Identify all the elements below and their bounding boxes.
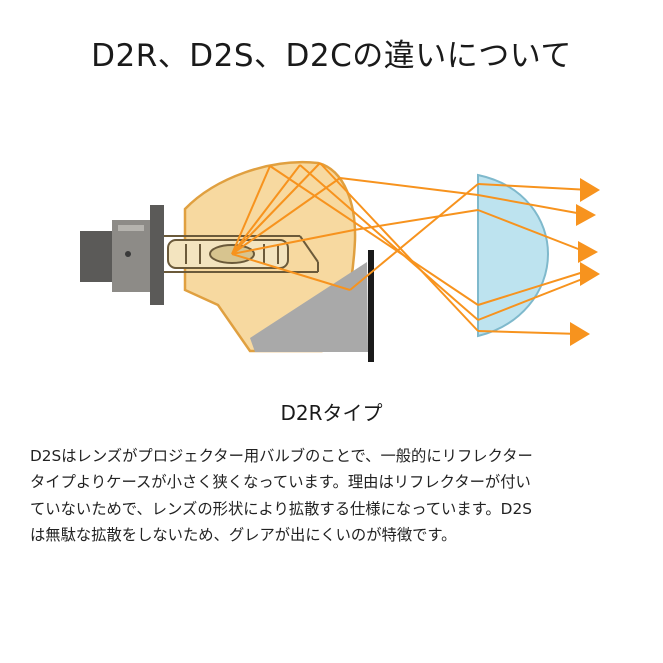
headlight-diagram [0,150,663,390]
description-text: D2Sはレンズがプロジェクター用バルブのことで、一般的にリフレクター タイプより… [30,447,533,544]
lens-icon [477,173,550,338]
shade-icon [250,262,368,352]
figure-caption: D2Rタイプ [280,401,383,425]
light-rays [231,162,591,335]
page-title: D2R、D2S、D2Cの違いについて [91,38,572,74]
bulb-base-icon [80,205,164,305]
ray-arrow-icon [570,178,600,346]
shade-plate [368,250,374,362]
